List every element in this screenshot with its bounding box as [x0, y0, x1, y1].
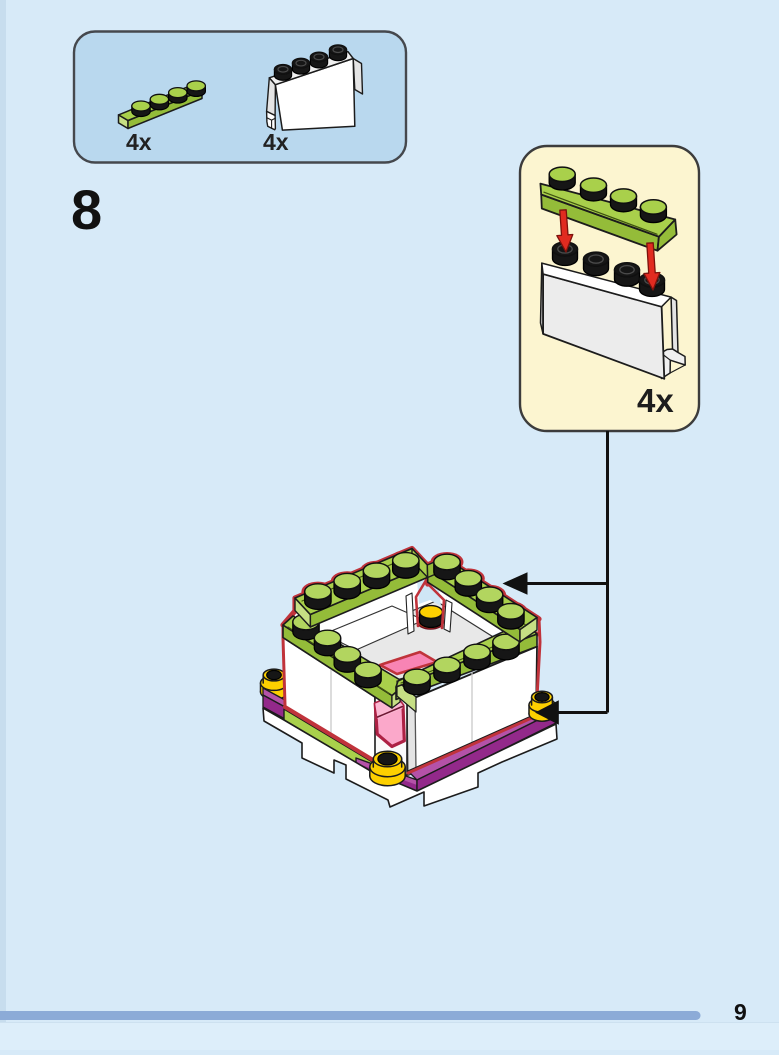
svg-text:4x: 4x: [263, 129, 289, 155]
svg-text:4x: 4x: [637, 382, 674, 419]
svg-text:4x: 4x: [126, 129, 152, 155]
svg-text:9: 9: [734, 999, 747, 1025]
svg-text:8: 8: [71, 178, 102, 241]
